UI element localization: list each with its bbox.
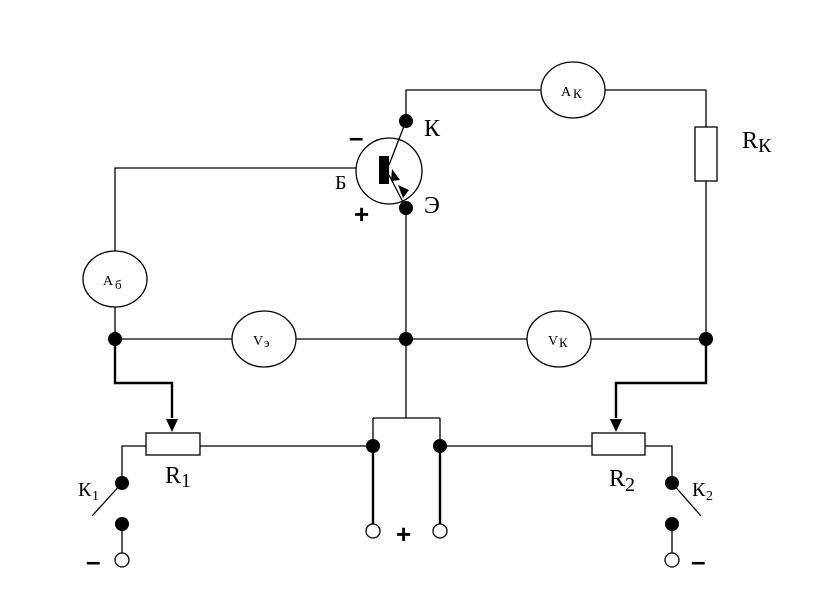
r2-wiper-arrow <box>610 419 622 432</box>
resistor-r2 <box>591 432 646 456</box>
transistor <box>355 120 423 209</box>
r1-label: R <box>165 463 181 489</box>
emitter-label: Э <box>424 193 440 219</box>
voltmeter-collector-subscript: К <box>559 335 568 350</box>
r1-subscript: 1 <box>181 470 191 492</box>
wires <box>91 89 708 553</box>
r2-subscript: 2 <box>625 474 635 496</box>
base-label: Б <box>335 172 346 194</box>
rk-subscript: К <box>758 135 772 157</box>
ammeter-collector-subscript: К <box>573 86 582 101</box>
junction-dots <box>108 114 713 531</box>
open-terminals <box>114 523 680 568</box>
resistor-rk <box>694 126 718 182</box>
r2-label: R <box>609 466 625 492</box>
ammeter-collector-label: A <box>561 85 572 100</box>
voltmeter-emitter-subscript: э <box>264 335 270 350</box>
collector-label: К <box>424 116 441 142</box>
k1-subscript: 1 <box>92 489 99 504</box>
voltmeter-collector: V К <box>526 310 592 368</box>
r1-wiper-arrow <box>166 419 178 432</box>
minus-right-sign: – <box>691 546 705 576</box>
voltmeter-collector-label: V <box>548 334 558 349</box>
plus-supply-sign: + <box>396 519 411 549</box>
k2-label: К <box>692 479 706 501</box>
ammeter-collector: A К <box>540 61 606 119</box>
ammeter-base-subscript: б <box>115 277 122 292</box>
plus-emitter-sign: + <box>354 199 369 229</box>
voltmeter-emitter: V э <box>231 310 297 368</box>
rk-label: R <box>742 128 758 154</box>
k1-label: К <box>78 479 92 501</box>
minus-collector-sign: – <box>349 122 363 152</box>
minus-left-sign: – <box>86 546 100 576</box>
resistor-r1 <box>145 432 201 456</box>
ammeter-base: A б <box>82 250 148 308</box>
ammeter-base-label: A <box>103 274 114 289</box>
voltmeter-emitter-label: V <box>253 334 263 349</box>
k2-subscript: 2 <box>706 489 713 504</box>
